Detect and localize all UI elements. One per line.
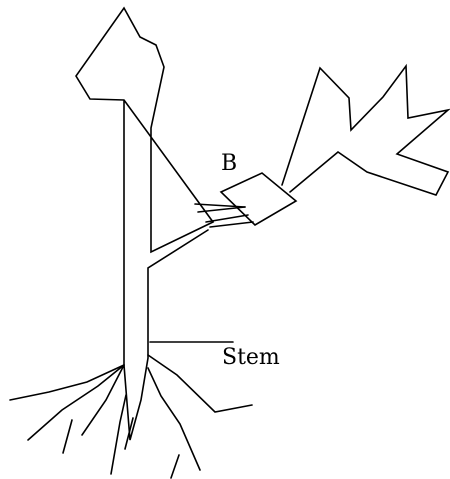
graft-cut-4 [210, 222, 253, 227]
root-left-twig [63, 420, 72, 453]
root-left-2 [28, 365, 124, 440]
root-left-1 [10, 365, 124, 400]
scion-branch [282, 66, 448, 195]
root-mid-1 [111, 395, 126, 474]
graft-cut-3 [206, 215, 248, 222]
main-stem-outline [76, 8, 213, 440]
root-right-twig [171, 455, 179, 478]
root-right-2 [148, 368, 200, 470]
stem-label: Stem [222, 347, 280, 369]
graft-label: B [221, 153, 237, 175]
